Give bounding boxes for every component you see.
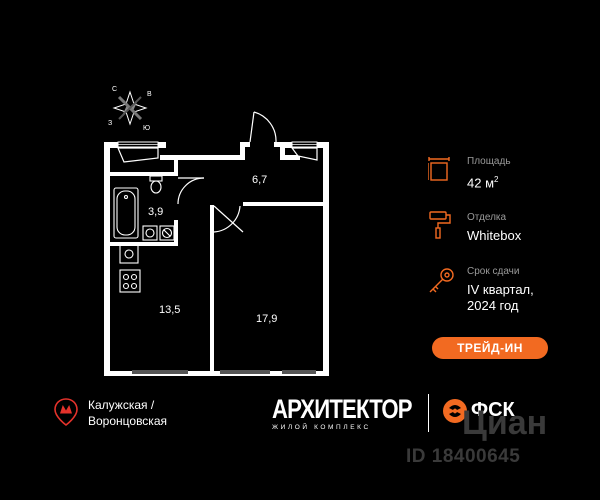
metro-line1: Калужская / bbox=[88, 398, 155, 412]
area-unit-sup: 2 bbox=[494, 175, 499, 184]
area-value: 42 м2 bbox=[467, 172, 498, 191]
compass-s-label: Ю bbox=[143, 125, 150, 132]
area-label: Площадь bbox=[467, 156, 511, 167]
deadline-line1: IV квартал, bbox=[467, 282, 534, 297]
bedroom-door bbox=[213, 205, 244, 233]
compass-w-label: З bbox=[108, 120, 112, 127]
compass-n-label: С bbox=[112, 86, 117, 93]
compass-e-label: В bbox=[147, 91, 152, 98]
kitchen-sink-icon bbox=[119, 244, 139, 264]
deadline-line2: 2024 год bbox=[467, 298, 519, 313]
trade-in-button[interactable]: ТРЕЙД-ИН bbox=[432, 337, 548, 359]
entry-door bbox=[249, 111, 277, 143]
architector-logo: АРХИТЕКТОР bbox=[272, 394, 413, 424]
bottom-windows bbox=[132, 370, 316, 374]
fsk-logo-icon bbox=[442, 398, 468, 429]
bathtub-icon bbox=[113, 187, 139, 239]
sink-icon bbox=[142, 225, 158, 241]
compass-icon: С В Ю З bbox=[108, 86, 152, 132]
finish-label: Отделка bbox=[467, 212, 507, 223]
metro-line2: Воронцовская bbox=[88, 414, 167, 428]
area-icon bbox=[427, 157, 450, 188]
washing-machine-icon bbox=[159, 225, 175, 241]
paint-roller-icon bbox=[428, 210, 452, 245]
toilet-icon bbox=[149, 175, 163, 194]
key-icon bbox=[426, 266, 456, 301]
architector-subtitle: ЖИЛОЙ КОМПЛЕКС bbox=[272, 424, 371, 431]
deadline-label: Срок сдачи bbox=[467, 266, 520, 277]
room-area-corridor: 6,7 bbox=[252, 174, 267, 186]
cian-watermark: Циан bbox=[462, 404, 548, 442]
area-number: 42 м bbox=[467, 175, 495, 191]
brand-divider bbox=[428, 394, 429, 432]
bathroom-door bbox=[177, 177, 205, 205]
room-area-bathroom: 3,9 bbox=[148, 206, 163, 218]
top-windows bbox=[117, 141, 318, 163]
stove-icon bbox=[119, 269, 141, 293]
fsk-logo-text: ФСК bbox=[471, 399, 515, 421]
room-area-kitchen: 13,5 bbox=[159, 304, 180, 316]
room-area-bedroom: 17,9 bbox=[256, 313, 277, 325]
finish-value: Whitebox bbox=[467, 228, 522, 243]
id-watermark: ID 18400645 bbox=[406, 446, 521, 467]
metro-icon bbox=[54, 398, 78, 431]
